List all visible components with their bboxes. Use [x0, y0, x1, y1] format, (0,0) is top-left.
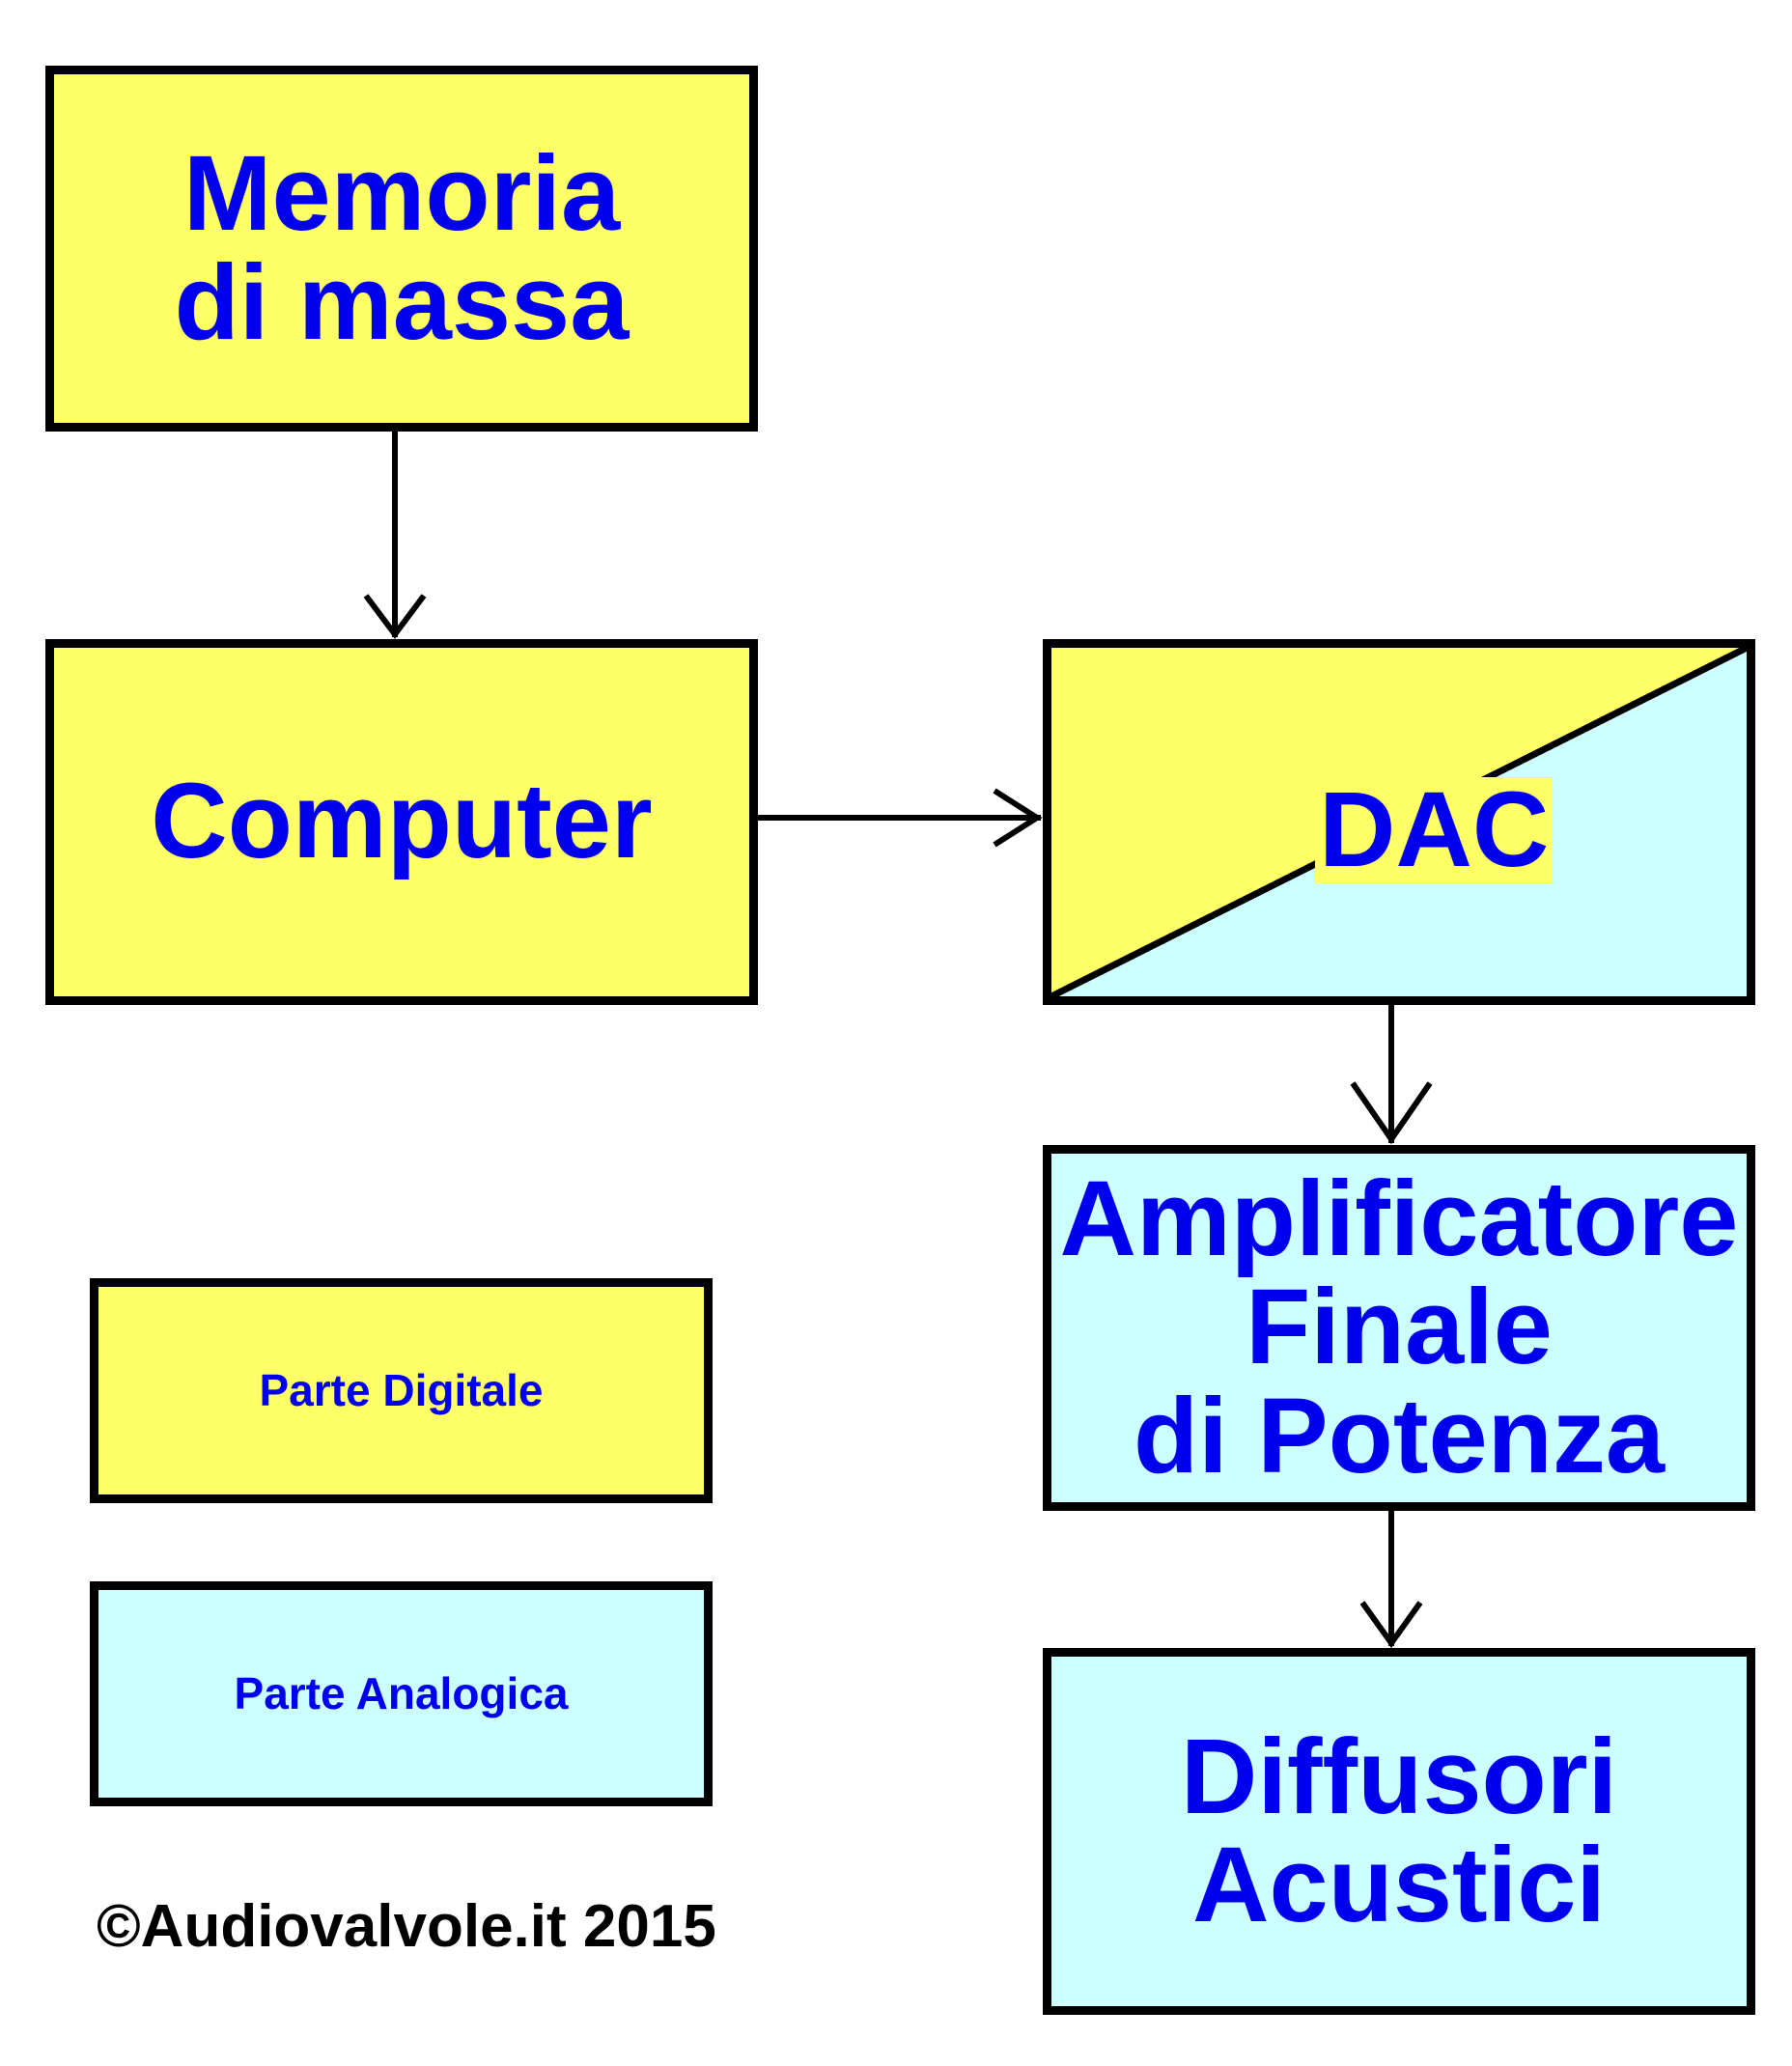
memoria-line-2: di massa [174, 242, 630, 362]
memoria-di-massa-block: Memoria di massa [45, 66, 758, 432]
arrow-dac-to-amplificatore [1350, 1005, 1433, 1145]
arrow-memoria-to-computer [363, 432, 427, 639]
diffusori-line-1: Diffusori [1180, 1717, 1618, 1836]
computer-block: Computer [45, 639, 758, 1005]
amplificatore-block: Amplificatore Finale di Potenza [1043, 1145, 1755, 1511]
legend-analog-label: Parte Analogica [234, 1668, 569, 1719]
amplificatore-line-3: di Potenza [1133, 1376, 1666, 1495]
legend-digital-label: Parte Digitale [259, 1365, 544, 1416]
diffusori-block: Diffusori Acustici [1043, 1648, 1755, 2015]
amplificatore-line-2: Finale [1246, 1268, 1553, 1387]
legend-digital: Parte Digitale [90, 1278, 713, 1503]
memoria-line-1: Memoria [182, 134, 621, 254]
dac-block: DAC [1043, 639, 1755, 1005]
legend-analog: Parte Analogica [90, 1581, 713, 1806]
arrow-amplificatore-to-diffusori [1359, 1511, 1423, 1649]
diffusori-line-2: Acustici [1192, 1826, 1606, 1944]
copyright-text: ©Audiovalvole.it 2015 [97, 1893, 716, 1960]
arrow-computer-to-dac [758, 788, 1043, 848]
computer-label: Computer [151, 762, 653, 881]
amplificatore-line-1: Amplificatore [1059, 1159, 1739, 1279]
dac-label: DAC [1315, 777, 1554, 883]
